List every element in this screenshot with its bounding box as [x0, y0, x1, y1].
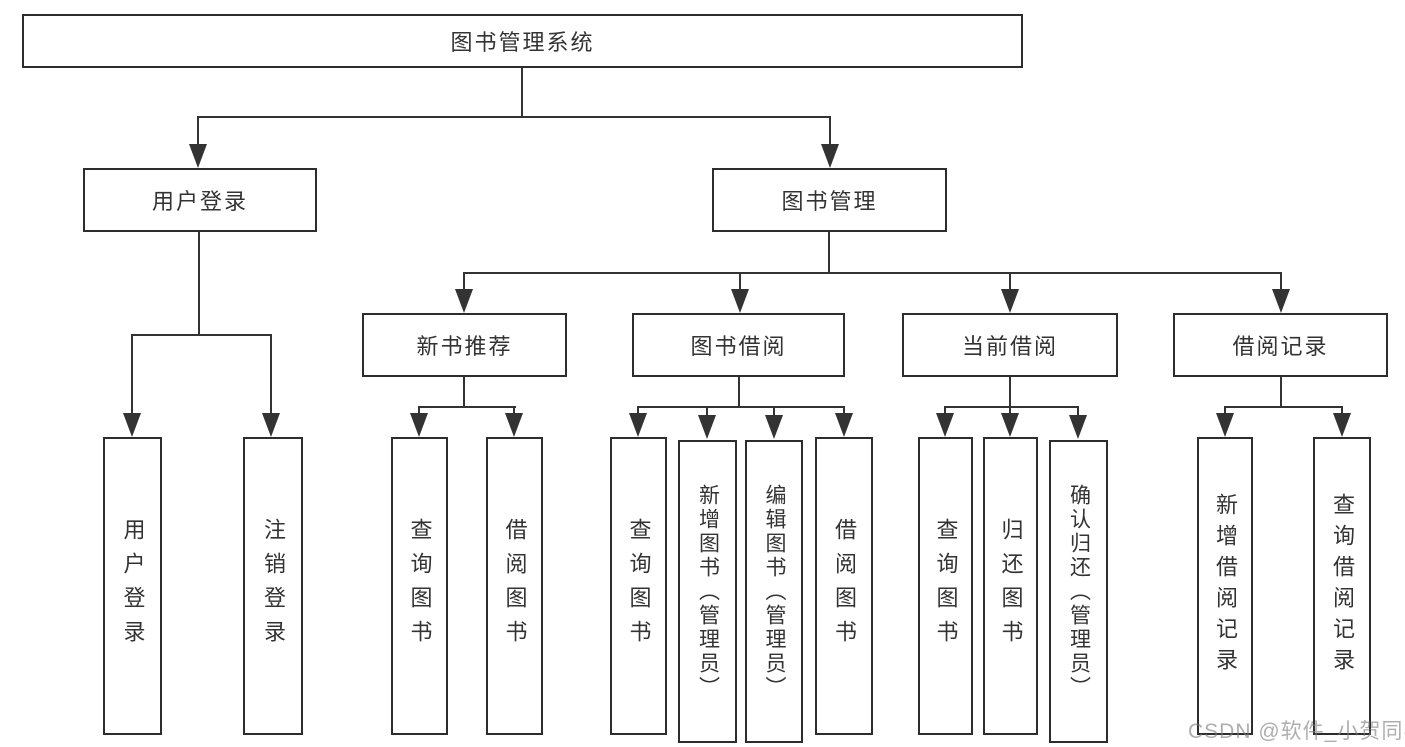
- node-label: 图书管理: [781, 189, 878, 214]
- connector-line: [843, 406, 845, 416]
- leaf-query-borrow-record: 查询借阅记录: [1313, 437, 1371, 735]
- leaf-borrow-books-1: 借阅图书: [486, 437, 543, 735]
- leaf-return-books: 归还图书: [983, 437, 1038, 735]
- node-label: 用户登录: [151, 189, 248, 214]
- leaf-borrow-books-2: 借阅图书: [815, 437, 873, 735]
- arrow-down-icon: [765, 415, 783, 439]
- connector-line: [706, 406, 708, 416]
- connector-line: [197, 116, 199, 148]
- connector-line: [1009, 377, 1011, 408]
- node-book-management: 图书管理: [712, 168, 947, 232]
- connector-line: [773, 406, 775, 416]
- node-label: 新增图书（管理员）: [696, 483, 720, 700]
- node-label: 借阅记录: [1232, 334, 1329, 359]
- connector-line: [738, 377, 740, 408]
- connector-line: [198, 232, 200, 336]
- node-new-book-recommend: 新书推荐: [362, 313, 567, 377]
- leaf-user-login: 用户登录: [103, 437, 162, 735]
- connector-line: [1009, 272, 1011, 292]
- arrow-down-icon: [1001, 413, 1019, 437]
- connector-line: [1009, 406, 1011, 416]
- node-label: 当前借阅: [961, 334, 1058, 359]
- node-label: 新增借阅记录: [1213, 493, 1238, 679]
- leaf-edit-book-admin: 编辑图书（管理员）: [745, 440, 803, 743]
- leaf-add-borrow-record: 新增借阅记录: [1197, 437, 1253, 735]
- connector-line: [463, 272, 465, 292]
- node-label: 编辑图书（管理员）: [763, 483, 786, 700]
- arrow-down-icon: [1069, 415, 1087, 439]
- node-label: 新书推荐: [416, 334, 513, 359]
- node-user-login-branch: 用户登录: [83, 168, 317, 232]
- connector-line: [1280, 272, 1282, 292]
- node-book-management-system: 图书管理系统: [22, 14, 1023, 68]
- connector-line: [1077, 406, 1079, 416]
- connector-line: [1224, 406, 1343, 408]
- arrow-down-icon: [505, 413, 523, 437]
- node-label: 借阅图书: [832, 518, 857, 654]
- leaf-confirm-return-admin: 确认归还（管理员）: [1049, 440, 1108, 743]
- connector-line: [828, 232, 830, 274]
- arrow-down-icon: [698, 415, 716, 439]
- connector-line: [521, 68, 523, 118]
- connector-line: [418, 406, 420, 416]
- connector-line: [198, 116, 831, 118]
- connector-line: [131, 334, 272, 336]
- connector-line: [944, 406, 1079, 408]
- leaf-add-book-admin: 新增图书（管理员）: [678, 440, 737, 743]
- arrow-down-icon: [1001, 289, 1019, 313]
- node-label: 借阅图书: [502, 518, 528, 654]
- node-label: 注销登录: [261, 518, 286, 654]
- arrow-down-icon: [455, 289, 473, 313]
- node-label: 确认归还（管理员）: [1067, 483, 1091, 700]
- arrow-down-icon: [629, 413, 647, 437]
- node-label: 图书管理系统: [450, 30, 595, 55]
- node-label: 查询图书: [626, 518, 652, 654]
- connector-line: [637, 406, 845, 408]
- node-label: 图书借阅: [690, 334, 787, 359]
- connector-line: [1280, 377, 1282, 408]
- node-label: 查询图书: [933, 518, 959, 654]
- node-label: 归还图书: [998, 518, 1024, 654]
- connector-line: [637, 406, 639, 416]
- connector-line: [418, 406, 516, 408]
- leaf-query-books-1: 查询图书: [391, 437, 448, 735]
- node-current-borrowing: 当前借阅: [902, 313, 1118, 377]
- connector-line: [463, 377, 465, 408]
- arrow-down-icon: [410, 413, 428, 437]
- arrow-down-icon: [1216, 413, 1234, 437]
- node-label: 用户登录: [120, 518, 146, 654]
- arrow-down-icon: [1272, 289, 1290, 313]
- arrow-down-icon: [123, 413, 141, 437]
- connector-line: [944, 406, 946, 416]
- connector-line: [131, 334, 133, 415]
- connector-line: [463, 272, 1282, 274]
- arrow-down-icon: [936, 413, 954, 437]
- connector-line: [829, 116, 831, 148]
- watermark: CSDN @软件_小贺同学: [1188, 720, 1405, 743]
- arrow-down-icon: [189, 144, 207, 168]
- connector-line: [1341, 406, 1343, 416]
- arrow-down-icon: [262, 413, 280, 437]
- connector-line: [270, 334, 272, 415]
- leaf-query-books-2: 查询图书: [610, 437, 667, 735]
- node-borrowing-records: 借阅记录: [1173, 313, 1388, 377]
- leaf-query-books-3: 查询图书: [918, 437, 973, 735]
- node-book-borrowing: 图书借阅: [632, 313, 845, 377]
- connector-line: [739, 272, 741, 292]
- node-label: 查询图书: [407, 518, 433, 654]
- node-label: 查询借阅记录: [1330, 493, 1355, 679]
- arrow-down-icon: [1333, 413, 1351, 437]
- leaf-logout: 注销登录: [243, 437, 303, 735]
- arrow-down-icon: [821, 144, 839, 168]
- arrow-down-icon: [731, 289, 749, 313]
- arrow-down-icon: [835, 413, 853, 437]
- connector-line: [513, 406, 515, 416]
- connector-line: [1224, 406, 1226, 416]
